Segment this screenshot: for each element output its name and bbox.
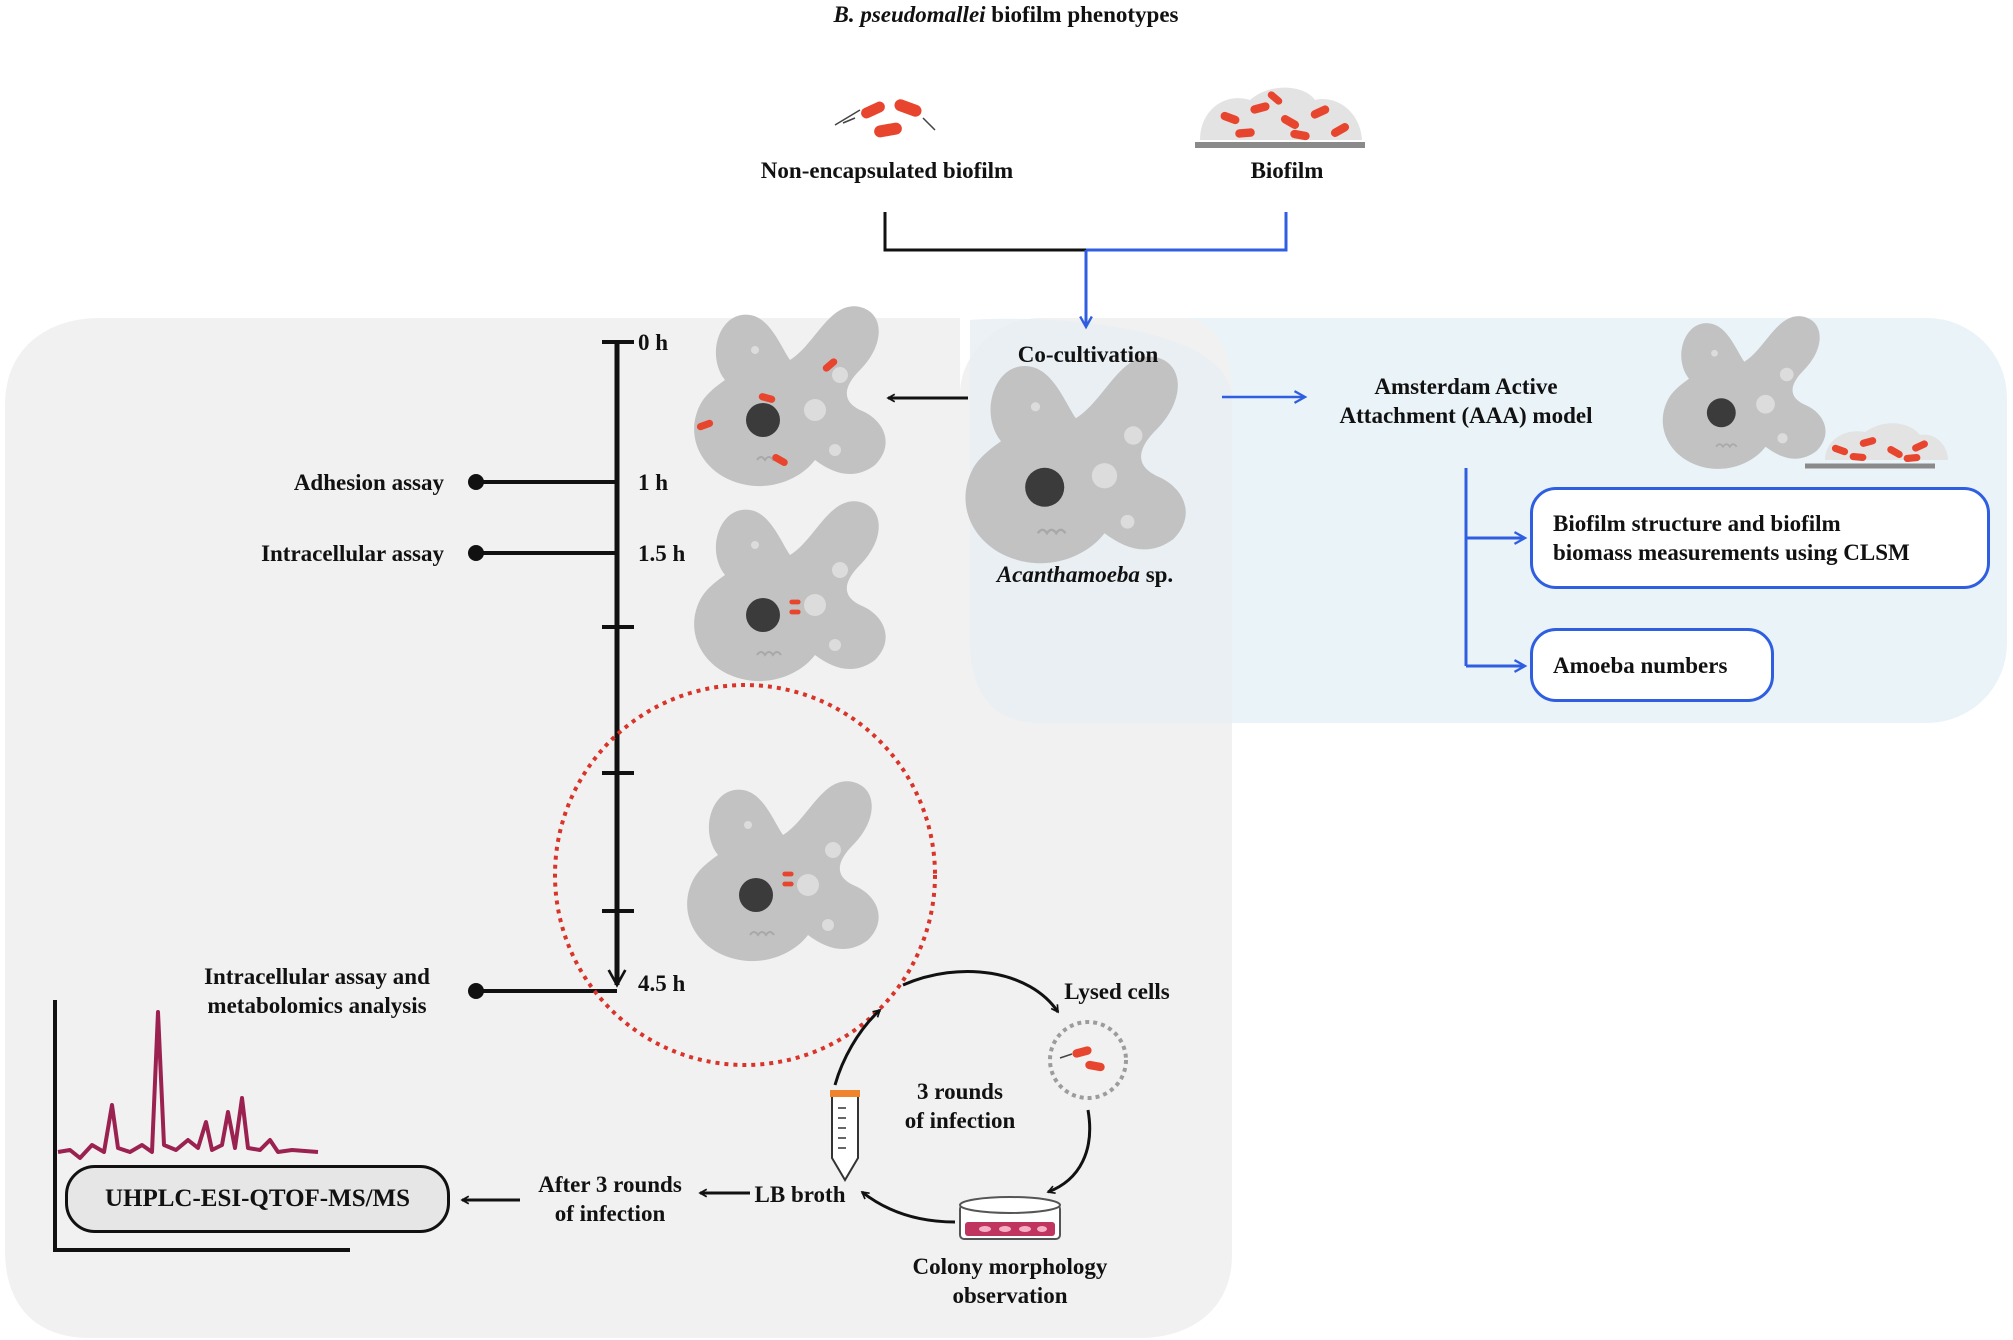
dot-intracellular [468,545,484,561]
label-cocultivation: Co-cultivation [1017,342,1159,367]
tick-label-4-5h: 4.5 h [638,971,686,996]
bracket-left [883,212,1086,252]
output-clsm: Biofilm structure and biofilm biomass me… [1530,487,1990,589]
cycle-arrow-right [1048,1109,1092,1192]
cycle-arrow-top [902,969,1060,1012]
petri-dish-icon [959,1196,1061,1240]
cycle-arrow-left [833,1010,880,1086]
lysed-cells-icon [1048,1020,1128,1100]
label-lb-broth: LB broth [754,1182,846,1207]
dot-adhesion [468,474,484,490]
tick-label-0h: 0 h [638,330,669,355]
label-intracellular-assay: Intracellular assay [261,541,444,566]
test-tube-icon [830,1090,860,1182]
chromatogram-illustration [53,1000,350,1252]
label-lysed-cells: Lysed cells [1064,979,1170,1004]
label-biofilm: Biofilm [1250,158,1324,183]
label-non-encapsulated: Non-encapsulated biofilm [760,158,1014,183]
biofilm-icon [1195,87,1365,148]
label-adhesion-assay: Adhesion assay [293,470,444,495]
bracket-right [1086,212,1288,252]
instrument-uhplc: UHPLC-ESI-QTOF-MS/MS [65,1165,450,1233]
page-title: B. pseudomallei biofilm phenotypes [833,2,1179,27]
label-acanthamoeba: Acanthamoeba sp. [996,562,1174,587]
cycle-arrow-bottom [862,1190,956,1224]
non-encapsulated-bacteria-icon [834,97,936,139]
selection-circle [553,683,937,1067]
dot-final [468,983,484,999]
output-amoeba-numbers: Amoeba numbers [1530,628,1774,702]
tick-label-1h: 1 h [638,470,669,495]
aaa-biofilm-icon [1805,423,1948,469]
tick-label-1-5h: 1.5 h [638,541,686,566]
